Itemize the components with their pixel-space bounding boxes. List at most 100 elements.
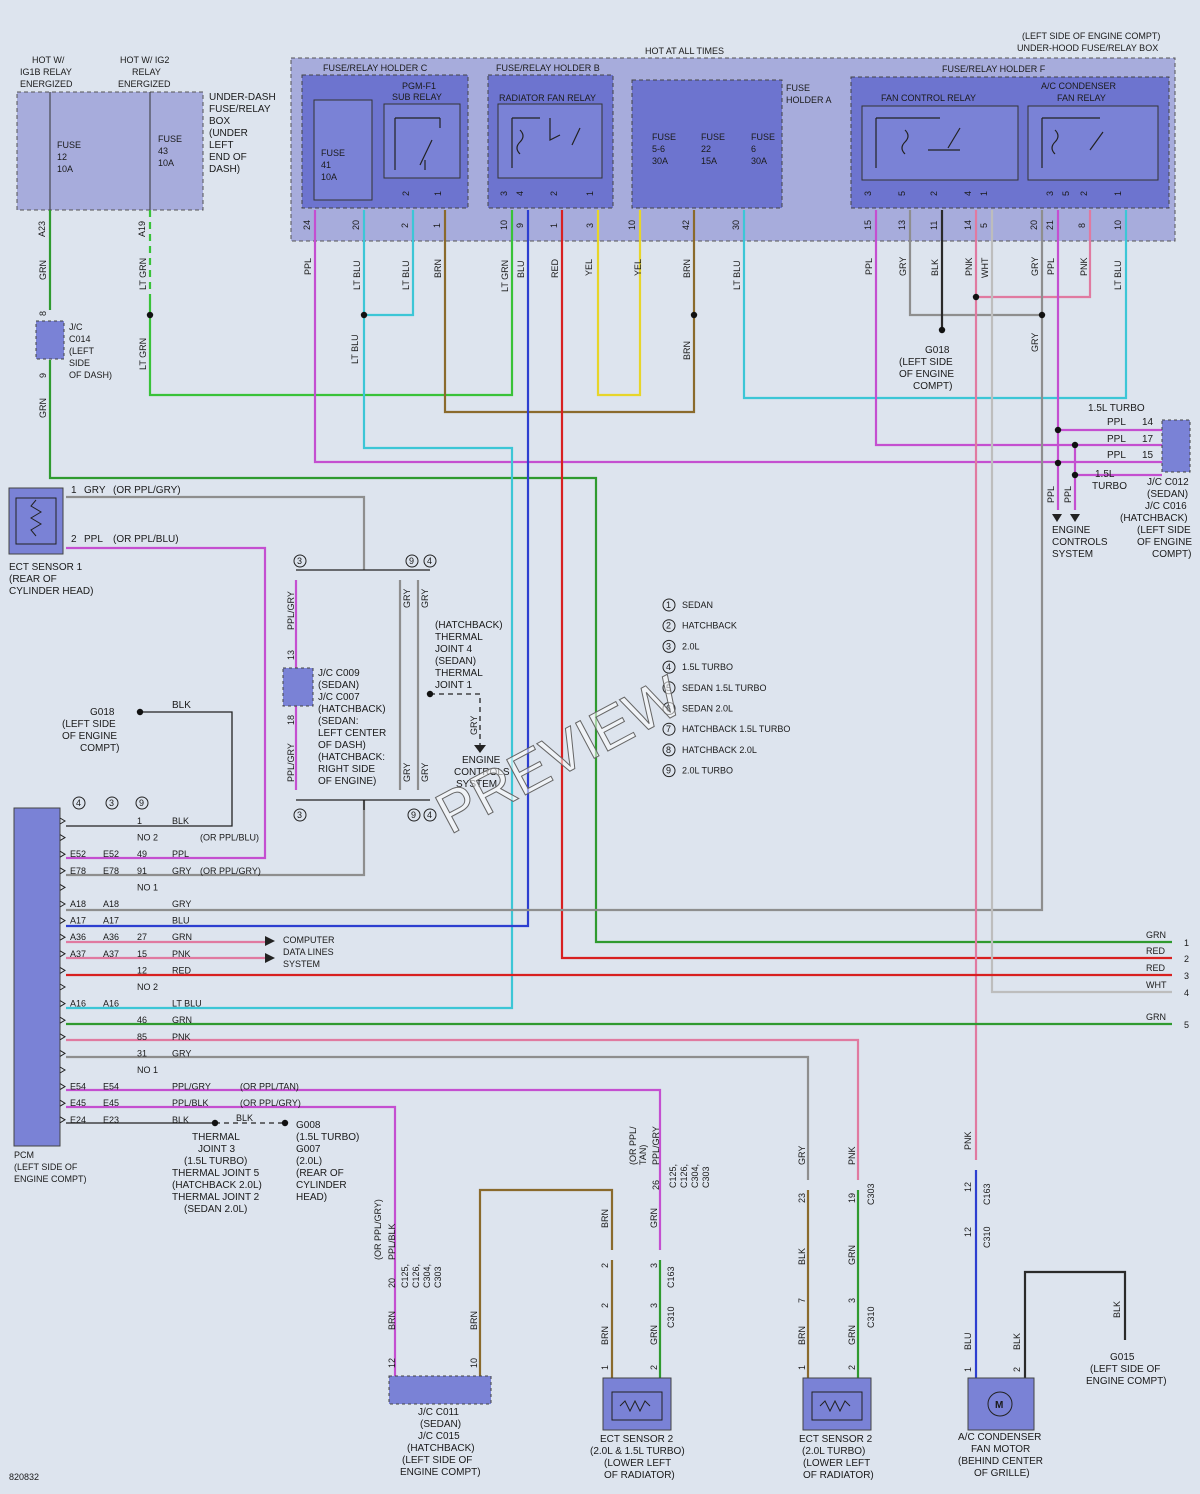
rot-label-53: PNK [964,257,974,276]
pcm-cell-color: LT BLU [172,999,202,1009]
wire-bracket-bot [296,799,430,810]
rot-label-7: 9 [515,223,525,228]
pcm-cell-n: NO 2 [137,982,158,992]
pcm-cell-b: E78 [103,866,119,876]
rot-label-97: 2 [649,1365,659,1370]
pcm-cell-a: E54 [70,1082,86,1092]
c009-7: OF DASH) [318,740,366,751]
cd-2: DATA LINES [283,947,334,957]
pcm-cell-color: PPL/GRY [172,1082,211,1092]
pcm-head-9-txt: 9 [139,798,144,808]
legend-text: 2.0L TURBO [682,766,733,776]
ect1-w2b: (OR PPL/BLU) [113,534,179,545]
g018-left: G018 (LEFT SIDE OF ENGINE COMPT) BLK [62,700,191,754]
wire-data-lines [66,940,270,960]
g018t-1: G018 [925,345,950,356]
turbo-2a: 1.5L [1095,469,1115,480]
rot-label-91: 2 [600,1303,610,1308]
right-out-color: GRN [1146,930,1166,940]
wire-gry-13 [66,210,1044,912]
pcm-head-4-txt: 4 [76,798,81,808]
right-out-color: RED [1146,963,1166,973]
rot-label-71: 18 [286,715,296,725]
rot-label-55: GRY [1030,257,1040,276]
wire-yel [596,210,642,397]
rot-label-77: (OR PPL/GRY) [373,1199,383,1260]
tj-6: JOINT 1 [435,680,472,691]
fuse12-b: 12 [57,152,67,162]
rot-label-48: BRN [682,259,692,278]
rot-label-11: 42 [681,220,691,230]
splice-dot-2 [690,311,698,319]
g018t-4: COMPT) [913,381,952,392]
g008-6: CYLINDER [296,1180,347,1191]
ud-7: DASH) [209,164,240,175]
legend-num: 7 [666,724,671,734]
wire-ltblu-2 [364,210,415,317]
pcm-head-3 [105,796,119,810]
wire-ppl-15 [874,210,1162,447]
rot-label-94: GRN [649,1325,659,1345]
rot-label-36: 1 [1113,191,1123,196]
acm-3: (BEHIND CENTER [958,1456,1043,1467]
rot-label-49: LT BLU [732,260,742,290]
ect-sensor-1: ECT SENSOR 1 (REAR OF CYLINDER HEAD) 1 G… [8,485,181,597]
splice-dot-7 [1071,441,1079,449]
acr-1: A/C CONDENSER [1041,81,1117,91]
thermal-joint-4: (HATCHBACK) THERMAL JOINT 4 (SEDAN) THER… [435,620,510,790]
tb-4: THERMAL JOINT 5 [172,1168,260,1179]
rot-label-18: 20 [1029,220,1039,230]
jc-c009: J/C C009 (SEDAN) J/C C007 (HATCHBACK) (S… [282,667,386,787]
g018l-3: OF ENGINE [62,731,117,742]
pcm-cell-n: NO 1 [137,882,158,892]
rot-label-57: PNK [1079,257,1089,276]
ig1b-label: HOT W/ IG1B RELAY ENERGIZED HOT W/ IG2 R… [20,55,171,89]
pcm-row: NO 1 [59,882,158,892]
legend-text: SEDAN 1.5L TURBO [682,683,767,693]
var-c4a [423,554,437,568]
ect2a-4: OF RADIATOR) [604,1470,675,1481]
holder-c-label: FUSE/RELAY HOLDER C [323,63,428,73]
uh-title-2: UNDER-HOOD FUSE/RELAY BOX [1017,43,1158,53]
c012-7: COMPT) [1152,549,1191,560]
rot-label-19: 21 [1045,220,1055,230]
rot-label-21: 10 [1113,220,1123,230]
c012-6: OF ENGINE [1137,537,1192,548]
c125a-3: C303 [433,1266,443,1288]
tj-5: THERMAL [435,668,483,679]
rot-label-38: LT GRN [138,258,148,290]
ig2-l1: HOT W/ IG2 [120,55,169,65]
tppl-a: PPL [1107,417,1126,428]
f6-2: 6 [751,144,756,154]
f41-3: 10A [321,172,337,182]
rot-label-114: 1 [963,1367,973,1372]
pcm-cell-n: 12 [137,965,147,975]
right-out-color: RED [1146,946,1166,956]
wire-ltgrn-loop [148,210,514,397]
rot-label-80: BRN [387,1311,397,1330]
ect2b-1: ECT SENSOR 2 [799,1434,873,1445]
rot-label-54: WHT [980,257,990,278]
fcr-label: FAN CONTROL RELAY [881,93,976,103]
underhood-box: (LEFT SIDE OF ENGINE COMPT) UNDER-HOOD F… [290,31,1176,242]
rot-label-5: 1 [432,223,442,228]
acm-1: A/C CONDENSER [958,1432,1041,1443]
ud-5: LEFT [209,140,233,151]
g015-3: ENGINE COMPT) [1086,1376,1167,1387]
rot-label-82: BRN [469,1311,479,1330]
c009-4: (HATCHBACK) [318,704,386,715]
ect1-2: (REAR OF [9,574,57,585]
rot-label-34: 5 [1061,191,1071,196]
rot-label-98: GRY [797,1146,807,1165]
